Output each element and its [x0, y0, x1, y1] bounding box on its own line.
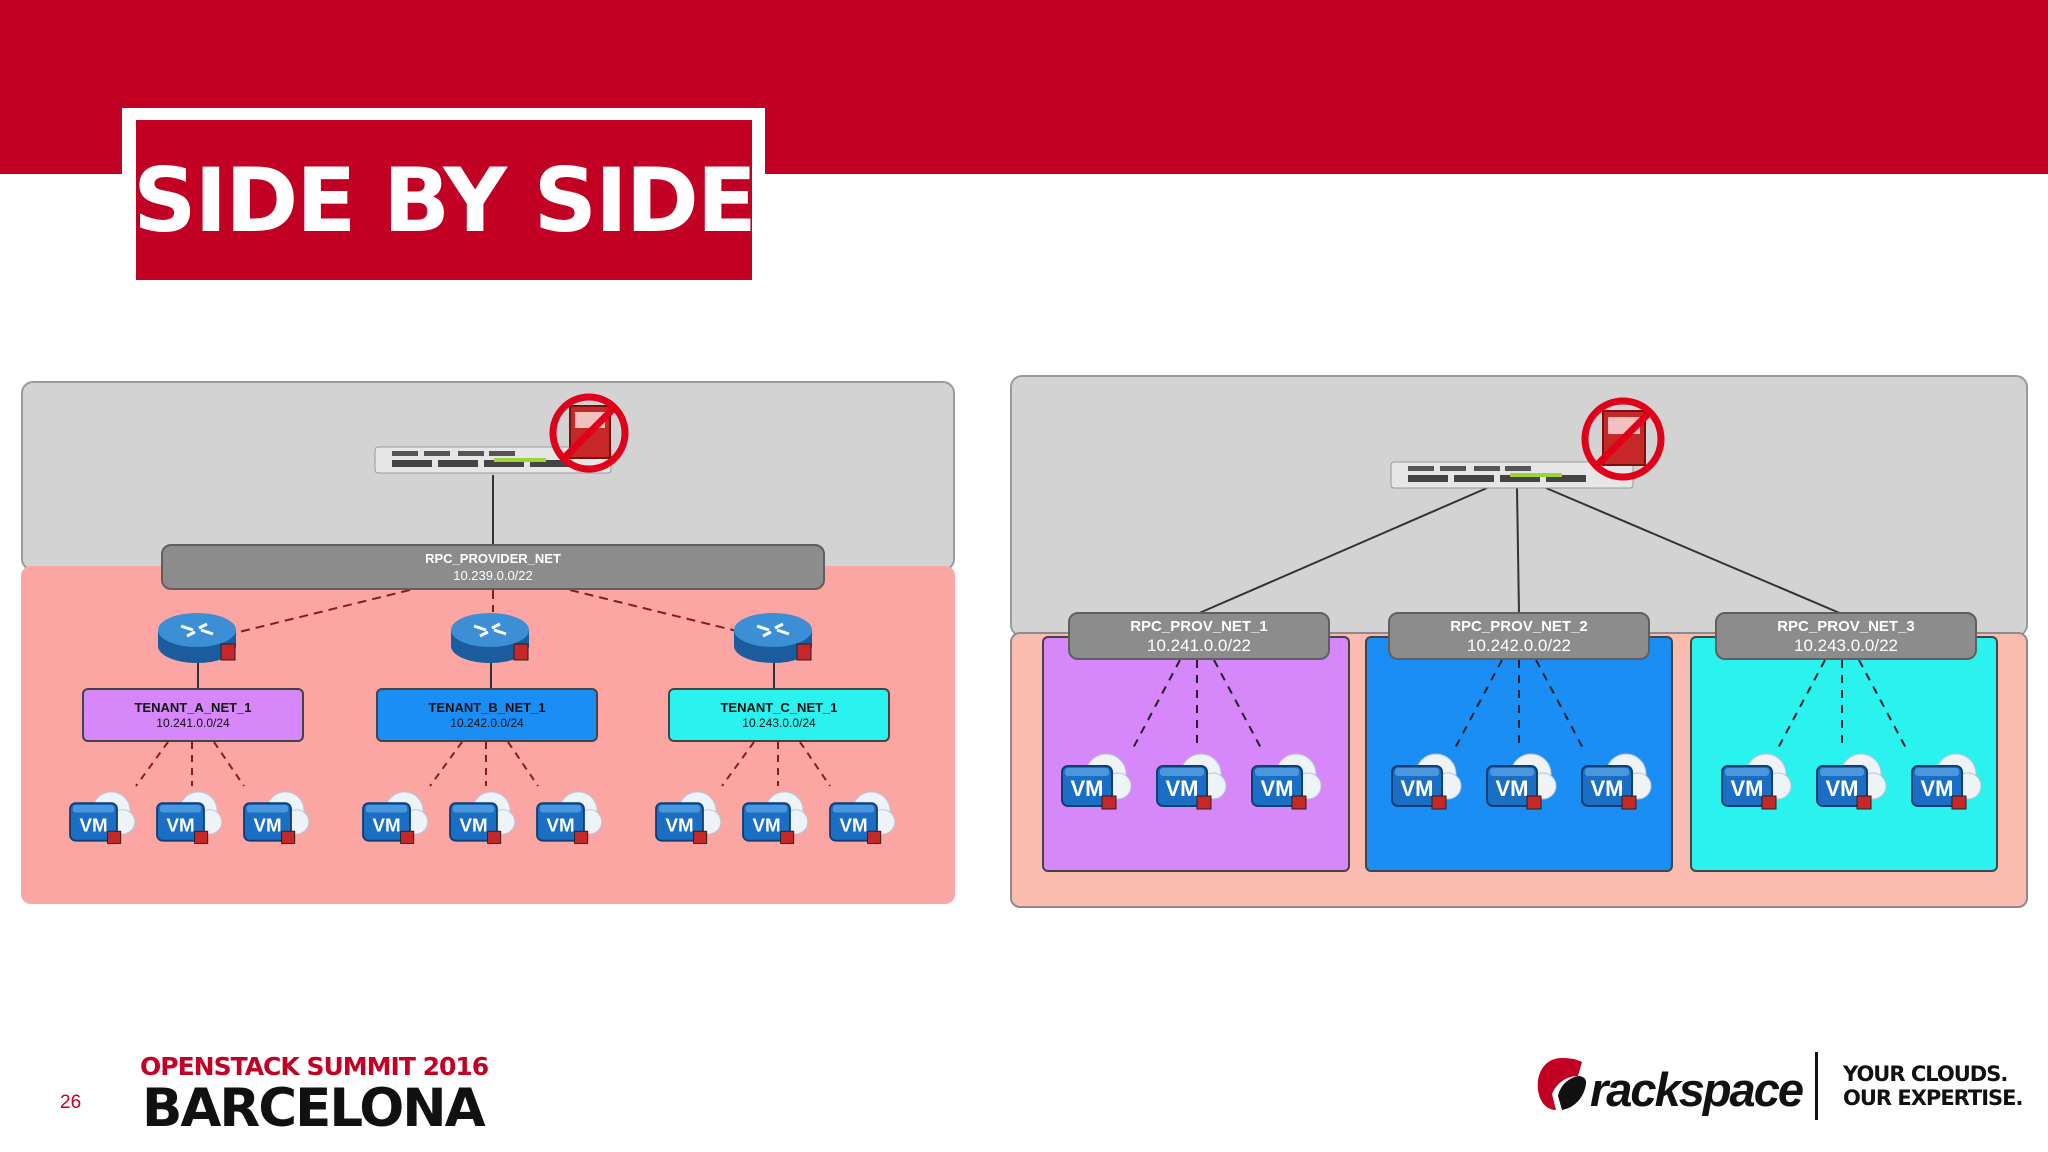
vm-cloud-icon: VM: [1908, 752, 1982, 816]
tagline-line-1: YOUR CLOUDS.: [1843, 1062, 2008, 1086]
event-city: BARCELONA: [142, 1078, 486, 1139]
vm-cloud-icon: VM: [533, 790, 603, 850]
title-box: SIDE BY SIDE: [133, 120, 757, 280]
vm-cloud-icon: VM: [153, 790, 223, 850]
tenant-net-cidr: 10.241.0.0/24: [156, 715, 230, 730]
vm-cloud-icon: VM: [826, 790, 896, 850]
vm-label: VM: [1921, 776, 1954, 801]
vm-label: VM: [372, 814, 400, 835]
vm-label: VM: [1591, 776, 1624, 801]
vm-cloud-icon: VM: [446, 790, 516, 850]
vm-label: VM: [1071, 776, 1104, 801]
vm-cloud-icon: VM: [652, 790, 722, 850]
tagline-line-2: OUR EXPERTISE.: [1843, 1086, 2023, 1110]
switch-icon: [1390, 461, 1634, 489]
vm-label: VM: [1496, 776, 1529, 801]
firewall-blocked-icon: [549, 393, 629, 473]
router-icon: [734, 613, 812, 663]
left-provider-net-bar: RPC_PROVIDER_NET 10.239.0.0/22: [161, 544, 825, 590]
tenant-net-name: TENANT_B_NET_1: [428, 699, 546, 715]
prov-net-name: RPC_PROV_NET_1: [1130, 617, 1268, 635]
firewall-blocked-icon: [1581, 397, 1665, 481]
vm-label: VM: [839, 814, 867, 835]
vm-label: VM: [166, 814, 194, 835]
vm-cloud-icon: VM: [739, 790, 809, 850]
vm-label: VM: [546, 814, 574, 835]
rackspace-logo-icon: [1537, 1058, 1587, 1110]
brand-wordmark: rackspace: [1590, 1063, 1804, 1116]
vm-label: VM: [1261, 776, 1294, 801]
vm-cloud-icon: VM: [1248, 752, 1322, 816]
vm-label: VM: [665, 814, 693, 835]
vm-cloud-icon: VM: [240, 790, 310, 850]
tenant-net-cidr: 10.243.0.0/24: [742, 715, 816, 730]
left-provider-net-cidr: 10.239.0.0/22: [453, 568, 533, 583]
prov-net-cidr: 10.243.0.0/22: [1794, 635, 1898, 655]
left-provider-net-name: RPC_PROVIDER_NET: [425, 551, 561, 566]
router-icon: [451, 613, 529, 663]
vm-cloud-icon: VM: [359, 790, 429, 850]
switch-icon: [374, 446, 612, 474]
vm-cloud-icon: VM: [1578, 752, 1652, 816]
tenant-net-name: TENANT_A_NET_1: [134, 699, 252, 715]
prov-net-name: RPC_PROV_NET_2: [1450, 617, 1588, 635]
vm-cloud-icon: VM: [1153, 752, 1227, 816]
tenant-net-name: TENANT_C_NET_1: [720, 699, 838, 715]
vm-cloud-icon: VM: [1718, 752, 1792, 816]
vm-label: VM: [1401, 776, 1434, 801]
footer-divider: [1815, 1052, 1818, 1120]
prov-net-2-bar: RPC_PROV_NET_2 10.242.0.0/22: [1388, 612, 1650, 660]
event-name: OPENSTACK SUMMIT 2016: [140, 1052, 489, 1081]
prov-net-3-bar: RPC_PROV_NET_3 10.243.0.0/22: [1715, 612, 1977, 660]
slide-title: SIDE BY SIDE: [133, 148, 757, 252]
left-provider-zone: [21, 381, 955, 571]
vm-label: VM: [1731, 776, 1764, 801]
prov-net-name: RPC_PROV_NET_3: [1777, 617, 1915, 635]
page-number: 26: [60, 1092, 82, 1113]
vm-cloud-icon: VM: [1813, 752, 1887, 816]
router-icon: [158, 613, 236, 663]
vm-label: VM: [253, 814, 281, 835]
vm-label: VM: [1826, 776, 1859, 801]
prov-net-1-bar: RPC_PROV_NET_1 10.241.0.0/22: [1068, 612, 1330, 660]
vm-label: VM: [752, 814, 780, 835]
prov-net-3-zone: [1690, 636, 1998, 872]
tenant-a-net: TENANT_A_NET_1 10.241.0.0/24: [82, 688, 304, 742]
vm-cloud-icon: VM: [1058, 752, 1132, 816]
tenant-b-net: TENANT_B_NET_1 10.242.0.0/24: [376, 688, 598, 742]
tenant-net-cidr: 10.242.0.0/24: [450, 715, 524, 730]
vm-cloud-icon: VM: [66, 790, 136, 850]
vm-cloud-icon: VM: [1483, 752, 1557, 816]
vm-label: VM: [459, 814, 487, 835]
tenant-c-net: TENANT_C_NET_1 10.243.0.0/24: [668, 688, 890, 742]
prov-net-cidr: 10.241.0.0/22: [1147, 635, 1251, 655]
vm-cloud-icon: VM: [1388, 752, 1462, 816]
vm-label: VM: [1166, 776, 1199, 801]
prov-net-cidr: 10.242.0.0/22: [1467, 635, 1571, 655]
vm-label: VM: [79, 814, 107, 835]
